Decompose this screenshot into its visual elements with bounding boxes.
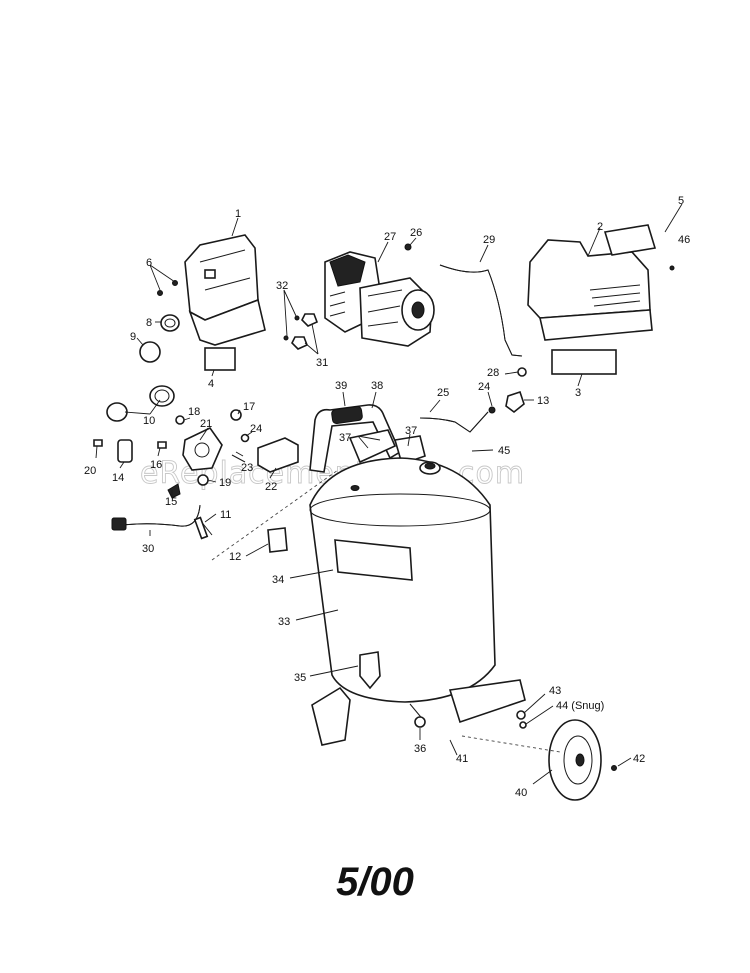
callout-37b: 37 — [405, 425, 417, 437]
callout-27: 27 — [384, 231, 396, 243]
callout-21: 21 — [200, 418, 212, 430]
callout-17: 17 — [243, 401, 255, 413]
callout-4: 4 — [208, 378, 214, 390]
callout-33: 33 — [278, 616, 290, 628]
callout-labels: 1 2 3 4 5 6 8 9 10 11 12 13 14 15 16 17 … — [84, 195, 690, 799]
left-shroud-part — [184, 234, 266, 371]
callout-13: 13 — [537, 395, 549, 407]
callout-28: 28 — [487, 367, 499, 379]
callout-32: 32 — [276, 280, 288, 292]
callout-8: 8 — [146, 317, 152, 329]
date-code: 5/00 — [336, 860, 414, 904]
callout-43: 43 — [549, 685, 561, 697]
callout-46: 46 — [678, 234, 690, 246]
fasteners-parts — [283, 313, 319, 350]
gauges-part — [106, 385, 175, 422]
callout-41: 41 — [456, 753, 468, 765]
callout-2: 2 — [597, 221, 603, 233]
callout-23: 23 — [241, 462, 253, 474]
callout-42: 42 — [633, 753, 645, 765]
air-tank-part — [267, 457, 496, 703]
callout-34: 34 — [272, 574, 284, 586]
callout-3: 3 — [575, 387, 581, 399]
right-shroud-part — [527, 224, 675, 375]
callout-24b: 24 — [478, 381, 490, 393]
callout-30: 30 — [142, 543, 154, 555]
callout-10: 10 — [143, 415, 155, 427]
callout-14: 14 — [112, 472, 124, 484]
leader-lines — [95, 203, 683, 785]
callout-39: 39 — [335, 380, 347, 392]
power-cord-part — [111, 504, 201, 531]
callout-11: 11 — [220, 509, 231, 521]
callout-36: 36 — [414, 743, 426, 755]
callout-25: 25 — [437, 387, 449, 399]
callout-29: 29 — [483, 234, 495, 246]
callout-9: 9 — [130, 331, 136, 343]
callout-26: 26 — [410, 227, 422, 239]
callout-18: 18 — [188, 406, 200, 418]
callout-24a: 24 — [250, 423, 262, 435]
tubes-parts — [419, 264, 527, 433]
callout-40: 40 — [515, 787, 527, 799]
callout-31: 31 — [316, 357, 328, 369]
callout-20: 20 — [84, 465, 96, 477]
handle-part — [309, 404, 426, 473]
callout-16: 16 — [150, 459, 162, 471]
motor-pump-part — [324, 251, 435, 347]
callout-19: 19 — [219, 477, 231, 489]
base-part — [311, 679, 617, 801]
small-parts-left — [139, 280, 180, 363]
controls-parts — [93, 409, 299, 540]
callout-45: 45 — [498, 445, 510, 457]
callout-37a: 37 — [339, 432, 351, 444]
callout-35: 35 — [294, 672, 306, 684]
callout-15: 15 — [165, 496, 177, 508]
callout-6: 6 — [146, 257, 152, 269]
callout-5: 5 — [678, 195, 684, 207]
callout-12: 12 — [229, 551, 241, 563]
callout-38: 38 — [371, 380, 383, 392]
callout-22: 22 — [265, 481, 277, 493]
callout-44-snug: 44 (Snug) — [556, 700, 604, 712]
callout-1: 1 — [235, 208, 241, 220]
